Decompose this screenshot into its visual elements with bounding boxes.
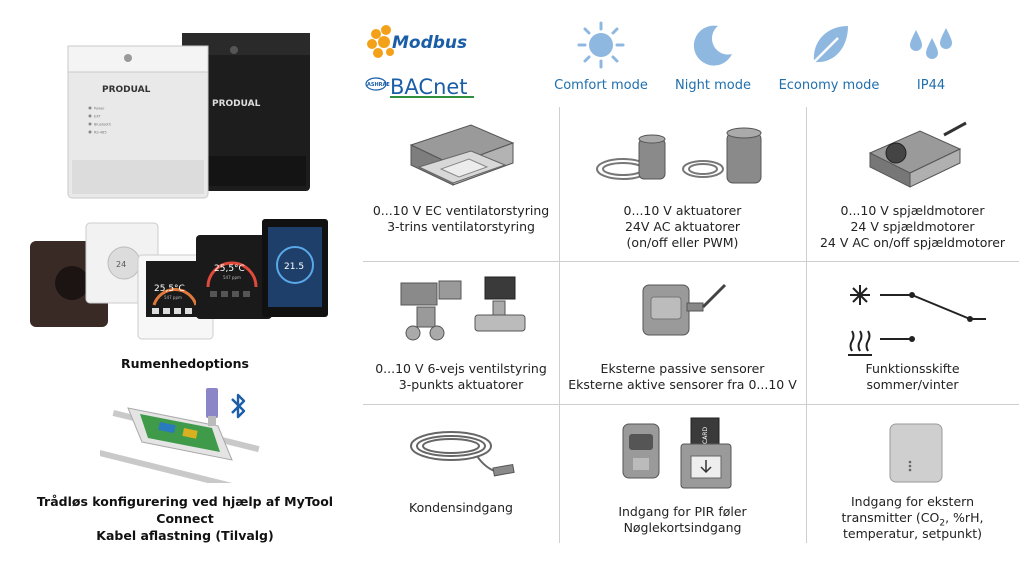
cell-6way-line2: 3-punkts aktuatorer: [398, 377, 524, 392]
room-units-image: 24 25,5°C 547 ppm 25,5°C 547 ppm 21.5: [30, 219, 328, 340]
cell-ec-fan-line2: 3-trins ventilatorstyring: [387, 219, 535, 234]
damper-motor-icon: [868, 121, 967, 188]
modbus-wordmark: Modbus: [392, 33, 467, 53]
cell-transmitter-line2-a: transmitter (CO: [841, 510, 940, 525]
leaf-icon: [813, 26, 848, 63]
cell-6way-line1: 0...10 V 6-vejs ventilstyring: [375, 361, 547, 376]
controller-enclosures-image: PRODUAL PRODUAL Power EXT Bluetooth RS-4…: [67, 33, 310, 199]
mode-economy-label: Economy mode: [778, 78, 880, 93]
cell-season-line2: sommer/vinter: [866, 377, 959, 392]
bacnet-wordmark: BACnet: [390, 75, 468, 99]
feature-cell-actuators: 0...10 V aktuatorer 24V AC aktuatorer (o…: [559, 107, 806, 261]
cell-sensors-line2: Eksterne aktive sensorer fra 0...10 V: [568, 377, 797, 392]
led-label-bluetooth: Bluetooth: [94, 123, 111, 127]
mode-ip44-label: IP44: [916, 78, 946, 93]
ashrae-emblem-icon: [365, 77, 387, 91]
mode-economy: Economy mode: [774, 20, 884, 93]
keycard-holder-icon: CARD: [680, 417, 732, 489]
duct-sensor-icon: [642, 283, 727, 336]
feature-cell-ec-fan: 0...10 V EC ventilatorstyring 3-trins ve…: [363, 107, 559, 261]
cell-season-line1: Funktionsskifte: [865, 361, 960, 376]
water-drops-icon: [910, 28, 952, 59]
feature-cell-sensors: Eksterne passive sensorer Eksterne aktiv…: [559, 261, 806, 404]
led-label-rs485: RS-485: [94, 131, 107, 135]
thermostat-sub-2: 547 ppm: [223, 275, 241, 280]
thermostat-reading-1: 24: [116, 260, 126, 269]
led-label-ext: EXT: [94, 115, 102, 119]
cell-pir-line2: Nøglekortsindgang: [623, 520, 742, 535]
sun-icon: [577, 21, 625, 69]
brand-logo-white: PRODUAL: [102, 85, 151, 95]
modbus-emblem-icon: Modbus: [367, 25, 467, 58]
feature-grid: 0...10 V EC ventilatorstyring 3-trins ve…: [363, 107, 1019, 543]
mode-ip44: IP44: [876, 20, 986, 93]
led-label-power: Power: [94, 107, 105, 111]
cell-actuators-line3: (on/off eller PWM): [626, 235, 739, 250]
bluetooth-icon: [231, 393, 246, 419]
cell-transmitter-line2: transmitter (CO2, %rH,: [806, 510, 1019, 532]
heat-icon: [848, 330, 872, 356]
thermostat-sub-1: 547 ppm: [164, 295, 182, 300]
transmitter-icon: [889, 423, 943, 483]
cell-condensation-line1: Kondensindgang: [409, 500, 513, 515]
co2-subscript: 2: [939, 518, 946, 529]
actuators-icon: [596, 127, 762, 184]
condensation-sensor-cable-icon: [410, 431, 515, 477]
ashrae-label: ASHRAE: [367, 82, 390, 88]
cell-actuators-line2: 24V AC aktuatorer: [624, 219, 741, 234]
cell-transmitter-line1: Indgang for ekstern: [850, 494, 974, 509]
cell-dampers-line3: 24 V AC on/off spjældmotorer: [819, 235, 1006, 250]
feature-cell-6way-valve: 0...10 V 6-vejs ventilstyring 3-punkts a…: [363, 261, 559, 404]
feature-cell-condensation: Kondensindgang: [363, 404, 559, 543]
thermostat-reading-3: 25,5°C: [214, 264, 245, 274]
mode-night: Night mode: [658, 20, 768, 93]
bacnet-logo: ASHRAE BACnet: [364, 66, 484, 100]
pir-sensor-icon: [622, 423, 660, 479]
feature-cell-transmitter: Indgang for ekstern transmitter (CO2, %r…: [806, 404, 1019, 543]
thermostat-reading-2: 25,5°C: [154, 284, 185, 294]
cell-pir-line1: Indgang for PIR føler: [618, 504, 747, 519]
valve-actuators-icon: [400, 276, 526, 341]
snowflake-icon: [850, 285, 870, 305]
feature-cell-pir-keycard: CARD Indgang for PIR føler Nøglekortsind…: [559, 404, 806, 543]
wireless-caption: Trådløs konfigurering ved hjælp af MyToo…: [10, 493, 360, 544]
wireless-caption-line2: Kabel aflastning (Tilvalg): [96, 528, 274, 543]
thermostat-reading-4: 21.5: [284, 262, 304, 272]
wireless-caption-line1: Trådløs konfigurering ved hjælp af MyToo…: [36, 494, 334, 526]
wireless-module-image: [100, 388, 260, 483]
cell-sensors-line1: Eksterne passive sensorer: [600, 361, 765, 376]
cell-transmitter-line3: temperatur, setpunkt): [842, 526, 982, 541]
feature-cell-dampers: 0...10 V spjældmotorer 24 V spjældmotore…: [806, 107, 1019, 261]
season-switch-icon: [848, 285, 986, 356]
cell-transmitter-line2-b: , %rH,: [945, 510, 984, 525]
mode-night-label: Night mode: [675, 78, 751, 93]
modbus-logo: Modbus: [364, 22, 484, 62]
room-units-caption: Rumenhedoptions: [121, 356, 249, 371]
cell-dampers-line2: 24 V spjældmotorer: [850, 219, 975, 234]
moon-icon: [693, 25, 732, 66]
cell-dampers-line1: 0...10 V spjældmotorer: [840, 203, 985, 218]
mode-comfort-label: Comfort mode: [554, 78, 648, 93]
cell-actuators-line1: 0...10 V aktuatorer: [623, 203, 742, 218]
cell-ec-fan-line1: 0...10 V EC ventilatorstyring: [372, 203, 550, 218]
mode-comfort: Comfort mode: [546, 20, 656, 93]
cassette-unit-icon: [409, 124, 515, 186]
brand-logo-black: PRODUAL: [212, 99, 261, 109]
keycard-label: CARD: [702, 427, 709, 444]
pir-keycard-icon: CARD: [622, 417, 732, 489]
feature-cell-season-switch: Funktionsskifte sommer/vinter: [806, 261, 1019, 404]
